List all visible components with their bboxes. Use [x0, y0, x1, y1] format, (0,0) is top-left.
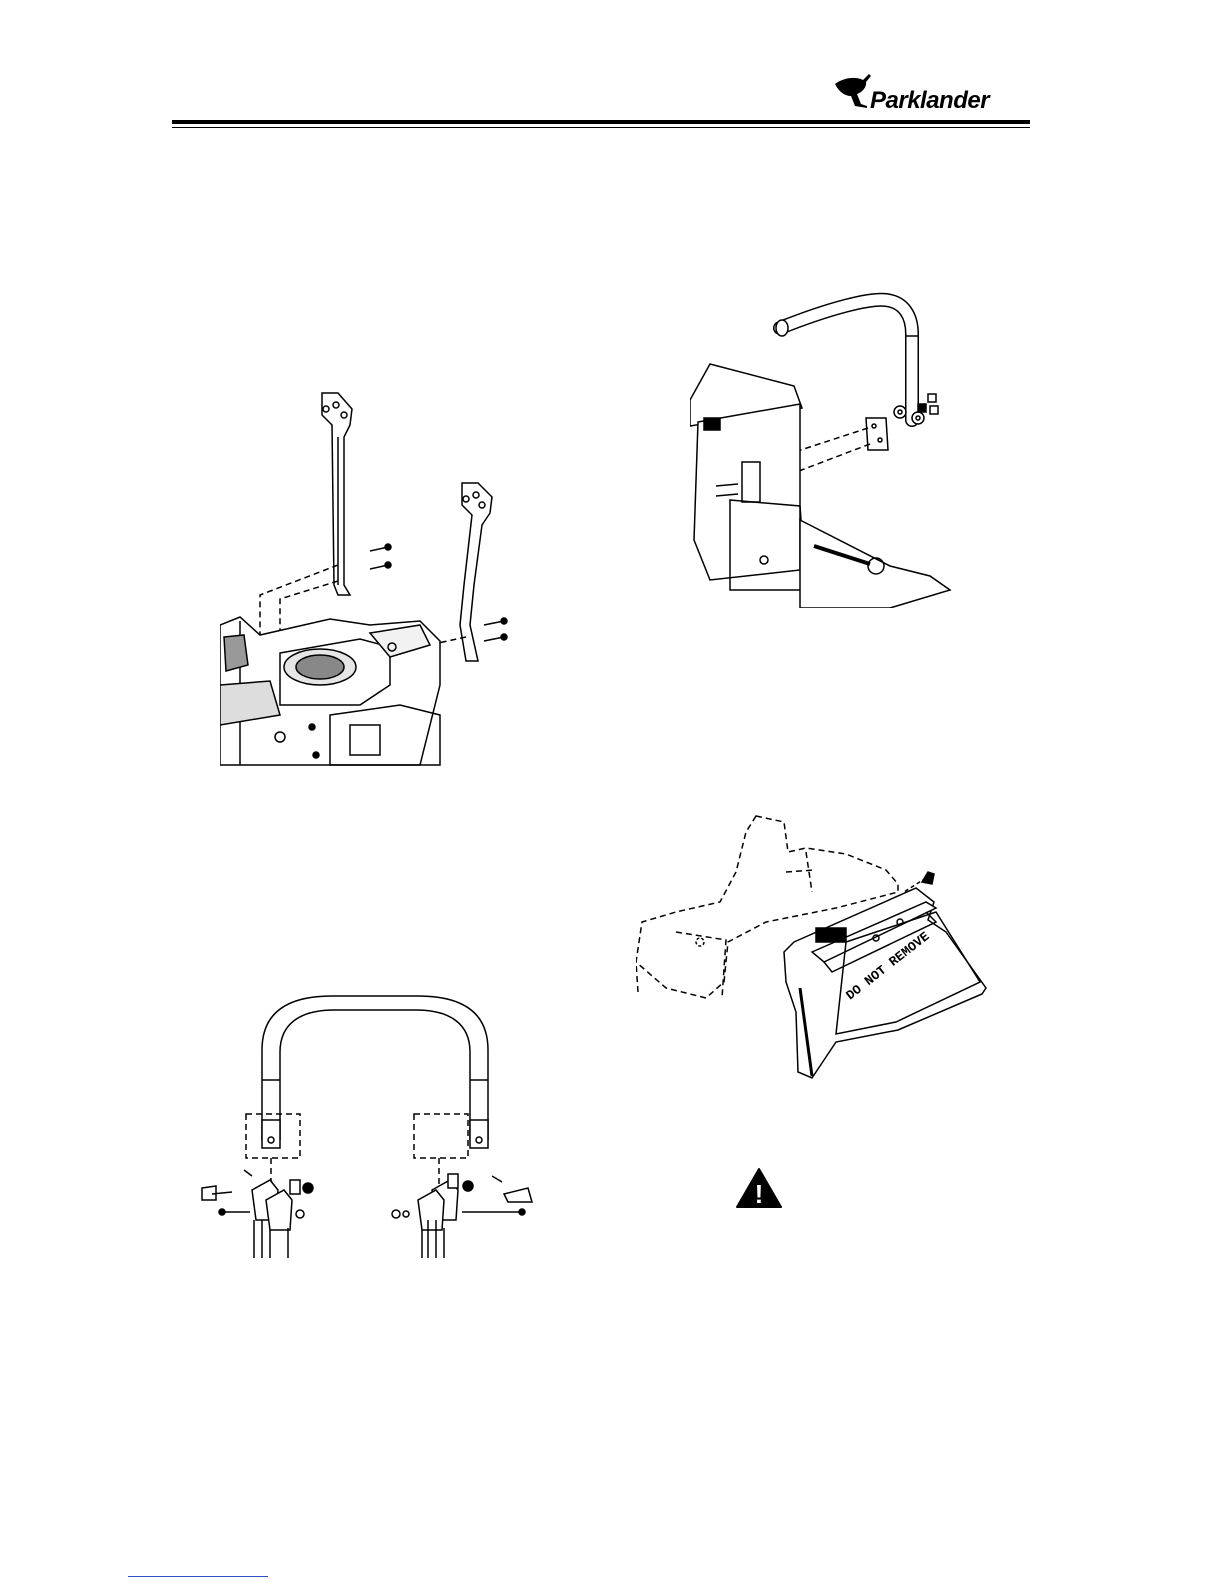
brand-name: Parklander: [870, 87, 989, 115]
warning-symbol: !: [755, 1179, 764, 1209]
footer-link[interactable]: [128, 1576, 268, 1577]
header-rule-thin: [172, 127, 1030, 128]
discharge-chute-figure: DO NOT REMOVE: [636, 812, 1002, 1082]
header-rule: [172, 120, 1030, 124]
warning-triangle-icon: !: [735, 1167, 783, 1209]
brand-logo: Parklander: [833, 70, 1033, 118]
grab-handle-figure: [690, 290, 960, 608]
roll-bar-figure: [192, 990, 562, 1260]
kangaroo-icon: [833, 70, 873, 118]
rops-uprights-figure: [220, 385, 525, 770]
